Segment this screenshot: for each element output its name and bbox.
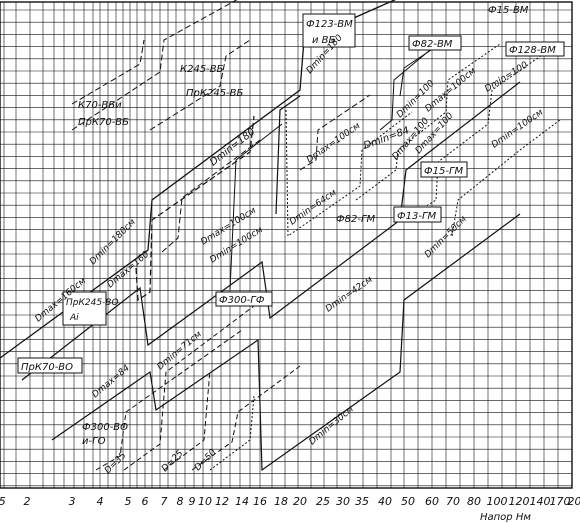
- range-line: [71, 0, 238, 131]
- x-tick-label: 8: [177, 495, 184, 508]
- x-tick-label: 120: [509, 495, 530, 508]
- label-k70-vb-i: К70-ВБи: [78, 100, 122, 111]
- horizontal-grid: [0, 9, 572, 487]
- range-line: [191, 365, 301, 471]
- x-tick-label: 200: [568, 495, 580, 508]
- x-tick-label: 12: [215, 495, 229, 508]
- range-line: [163, 369, 211, 471]
- range-line: [51, 213, 521, 472]
- label-i-vb: и ВБ: [312, 35, 336, 46]
- label-dmin71: Dmin=71см: [156, 329, 204, 372]
- vertical-grid: [3, 2, 559, 488]
- range-line: [355, 43, 501, 201]
- label-dmin30: Dmin=30см: [308, 404, 356, 447]
- label-f82-vm: Ф82-ВМ: [412, 39, 453, 50]
- range-line: [451, 119, 561, 237]
- label-d50: D=50: [193, 448, 219, 474]
- label-i-go: и-ГО: [82, 436, 106, 447]
- x-tick-label: 2: [24, 495, 31, 508]
- x-tick-label: 3: [69, 495, 76, 508]
- plot-border: [0, 1, 573, 489]
- range-line: [135, 115, 255, 302]
- x-tick-label: 20: [293, 495, 307, 508]
- x-tick-label: 7: [161, 495, 168, 508]
- x-tick-label: 16: [253, 495, 267, 508]
- x-tick-label: 35: [355, 495, 369, 508]
- x-tick-label: 25: [316, 495, 330, 508]
- family-labels: Ф123-ВМ и ВБ Ф15-ВМ Ф82-ВМ Ф128-ВМ К245-…: [17, 5, 565, 447]
- label-f128-vm: Ф128-ВМ: [509, 45, 556, 56]
- range-line: [229, 123, 283, 291]
- label-ai: Аi: [69, 313, 79, 323]
- range-line: [285, 109, 413, 237]
- label-dmin100-b: Dmin=100: [483, 60, 530, 94]
- label-dmax100-a: Dmax=100см: [305, 121, 363, 165]
- x-tick-label: 60: [425, 495, 439, 508]
- label-dmax160: Dmax=160: [106, 250, 152, 291]
- range-line: [379, 49, 431, 131]
- x-tick-label: 14: [235, 495, 249, 508]
- x-tick-label: 4: [97, 495, 104, 508]
- x-tick-label: 140: [530, 495, 551, 508]
- range-line: [275, 95, 301, 215]
- x-axis-title: Напор Нм: [480, 512, 531, 523]
- label-dmin42: Dmin=42см: [324, 275, 375, 315]
- x-tick-label: 6: [142, 495, 149, 508]
- label-f15-vm: Ф15-ВМ: [488, 5, 529, 16]
- x-tick-label: 100: [487, 495, 508, 508]
- range-line: [161, 139, 261, 253]
- label-dmax84: Dmax=84: [91, 363, 133, 400]
- label-f300-gf: Ф300-ГФ: [219, 295, 265, 306]
- x-tick-label: 5: [125, 495, 132, 508]
- range-line: [299, 94, 371, 171]
- label-prk245-vb: ПрК245-ВБ: [186, 88, 244, 99]
- label-f123-vm: Ф123-ВМ: [306, 19, 353, 30]
- label-dmin180cm: Dmin=180см: [88, 217, 138, 267]
- label-f300-vo: Ф300-ВО: [82, 422, 128, 433]
- range-line: [419, 47, 553, 211]
- x-tick-label: 170: [550, 495, 571, 508]
- label-k245-vb: К245-ВБ: [180, 64, 224, 75]
- label-prk70-vo: ПрК70-ВО: [21, 362, 73, 373]
- x-tick-label: 50: [401, 495, 415, 508]
- range-line: [71, 39, 145, 105]
- label-f15-gm: Ф15-ГМ: [424, 166, 464, 177]
- x-tick-label: 30: [336, 495, 350, 508]
- x-tick-label: 1,5: [0, 495, 6, 508]
- x-tick-label: 70: [446, 495, 460, 508]
- range-line: [123, 299, 263, 471]
- x-tick-label: 18: [274, 495, 288, 508]
- range-line: [149, 39, 251, 131]
- x-tick-label: 9: [189, 495, 196, 508]
- range-line: [95, 329, 243, 471]
- x-tick-label: 80: [467, 495, 481, 508]
- label-dmin64: Dmin=64см: [288, 188, 339, 228]
- x-tick-label: 40: [378, 495, 392, 508]
- label-prk245-vo: ПрК245-ВО: [66, 298, 119, 308]
- label-prk70-vb: ПрК70-ВБ: [78, 117, 129, 128]
- range-line: [209, 395, 255, 471]
- label-f82-gm: Ф82-ГМ: [336, 214, 376, 225]
- x-tick-label: 10: [198, 495, 212, 508]
- label-f13-gm: Ф13-ГМ: [397, 211, 437, 222]
